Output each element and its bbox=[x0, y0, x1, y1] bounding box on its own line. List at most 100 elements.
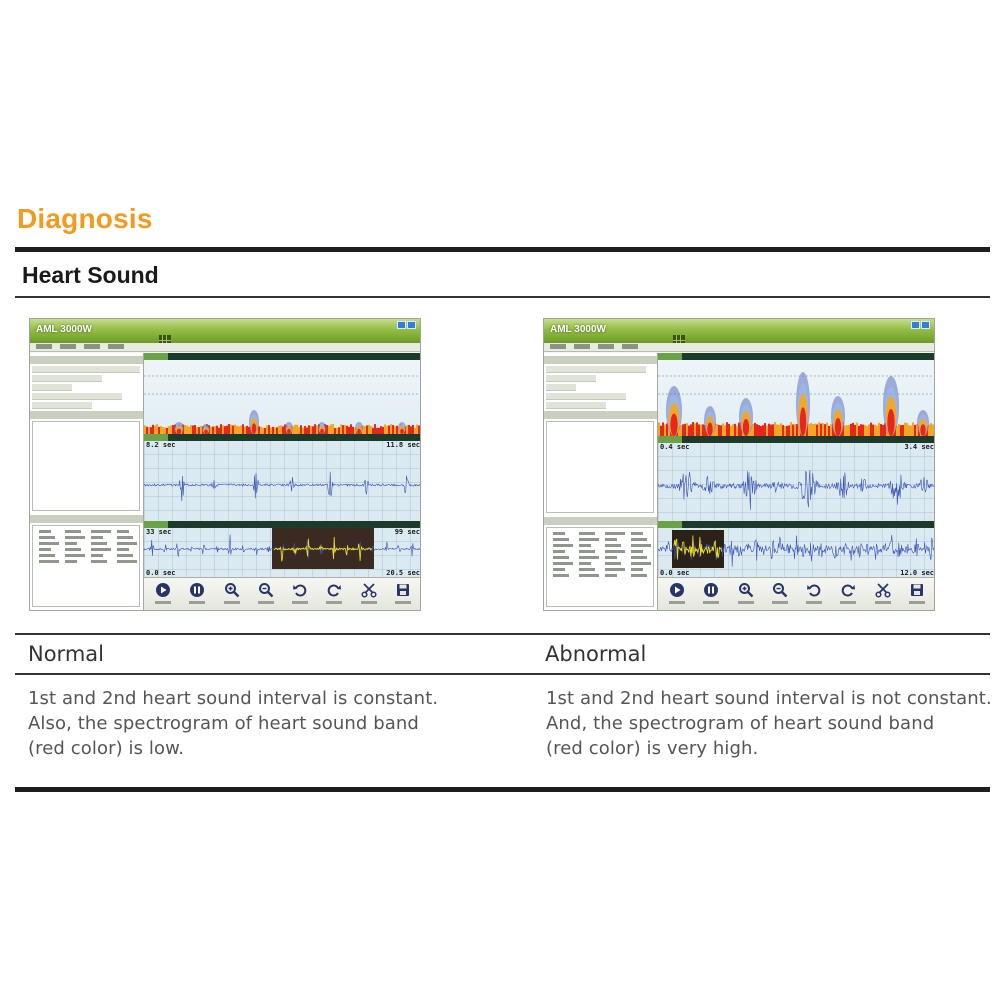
history-cell[interactable] bbox=[553, 556, 569, 559]
history-cell[interactable] bbox=[605, 532, 625, 535]
play-button[interactable] bbox=[149, 580, 177, 610]
redo-button[interactable] bbox=[320, 580, 348, 610]
history-cell[interactable] bbox=[117, 530, 129, 533]
history-cell[interactable] bbox=[91, 536, 103, 539]
menu-item[interactable] bbox=[622, 344, 638, 349]
history-cell[interactable] bbox=[39, 542, 59, 545]
history-cell[interactable] bbox=[39, 560, 59, 563]
history-cell[interactable] bbox=[631, 544, 651, 547]
history-cell[interactable] bbox=[91, 530, 111, 533]
history-cell[interactable] bbox=[117, 554, 133, 557]
overview-waveform[interactable]: 0.0 sec 12.0 sec bbox=[658, 528, 934, 577]
history-cell[interactable] bbox=[605, 568, 625, 571]
pause-button[interactable] bbox=[697, 580, 725, 610]
menu-item[interactable] bbox=[108, 344, 124, 349]
history-cell[interactable] bbox=[117, 542, 137, 545]
info-row[interactable] bbox=[546, 384, 576, 391]
history-cell[interactable] bbox=[631, 556, 647, 559]
history-cell[interactable] bbox=[605, 556, 617, 559]
zoom-in-button[interactable] bbox=[218, 580, 246, 610]
history-cell[interactable] bbox=[553, 562, 573, 565]
close-icon[interactable] bbox=[921, 321, 930, 329]
history-table[interactable] bbox=[546, 527, 654, 607]
cut-button[interactable] bbox=[869, 580, 897, 610]
history-cell[interactable] bbox=[553, 574, 569, 577]
history-cell[interactable] bbox=[579, 538, 599, 541]
history-cell[interactable] bbox=[579, 562, 591, 565]
history-cell[interactable] bbox=[65, 548, 81, 551]
history-cell[interactable] bbox=[579, 574, 599, 577]
memo-textarea[interactable] bbox=[32, 421, 140, 511]
history-cell[interactable] bbox=[65, 560, 77, 563]
history-cell[interactable] bbox=[65, 530, 81, 533]
history-cell[interactable] bbox=[65, 542, 77, 545]
minimize-icon[interactable] bbox=[397, 321, 406, 329]
history-cell[interactable] bbox=[579, 532, 595, 535]
info-row[interactable] bbox=[546, 393, 626, 400]
undo-button[interactable] bbox=[800, 580, 828, 610]
history-cell[interactable] bbox=[605, 550, 625, 553]
menu-item[interactable] bbox=[60, 344, 76, 349]
history-cell[interactable] bbox=[39, 530, 51, 533]
history-cell[interactable] bbox=[91, 560, 107, 563]
history-cell[interactable] bbox=[605, 544, 621, 547]
history-cell[interactable] bbox=[631, 550, 643, 553]
save-button[interactable] bbox=[903, 580, 931, 610]
history-cell[interactable] bbox=[605, 538, 617, 541]
history-cell[interactable] bbox=[91, 542, 107, 545]
history-cell[interactable] bbox=[117, 560, 137, 563]
info-row[interactable] bbox=[32, 375, 102, 382]
info-row[interactable] bbox=[32, 384, 72, 391]
cut-button[interactable] bbox=[355, 580, 383, 610]
info-row[interactable] bbox=[32, 393, 122, 400]
menu-item[interactable] bbox=[598, 344, 614, 349]
spectrogram[interactable] bbox=[144, 360, 420, 434]
history-cell[interactable] bbox=[631, 538, 647, 541]
zoomed-waveform[interactable]: 0.4 sec 3.4 sec bbox=[658, 443, 934, 521]
history-cell[interactable] bbox=[553, 544, 573, 547]
history-cell[interactable] bbox=[605, 574, 617, 577]
menu-item[interactable] bbox=[84, 344, 100, 349]
zoom-in-button[interactable] bbox=[732, 580, 760, 610]
history-cell[interactable] bbox=[39, 536, 55, 539]
history-cell[interactable] bbox=[65, 554, 85, 557]
pause-button[interactable] bbox=[183, 580, 211, 610]
history-cell[interactable] bbox=[631, 562, 651, 565]
info-row[interactable] bbox=[546, 366, 646, 373]
history-cell[interactable] bbox=[579, 568, 595, 571]
history-cell[interactable] bbox=[631, 574, 647, 577]
info-row[interactable] bbox=[32, 402, 92, 409]
menu-item[interactable] bbox=[574, 344, 590, 349]
history-cell[interactable] bbox=[39, 548, 51, 551]
info-row[interactable] bbox=[546, 402, 606, 409]
info-row[interactable] bbox=[32, 366, 140, 373]
close-icon[interactable] bbox=[407, 321, 416, 329]
grid-icon[interactable] bbox=[159, 335, 171, 345]
save-button[interactable] bbox=[389, 580, 417, 610]
zoom-out-button[interactable] bbox=[766, 580, 794, 610]
menu-item[interactable] bbox=[36, 344, 52, 349]
info-row[interactable] bbox=[546, 375, 596, 382]
history-table[interactable] bbox=[32, 525, 140, 607]
minimize-icon[interactable] bbox=[911, 321, 920, 329]
history-cell[interactable] bbox=[631, 532, 643, 535]
history-cell[interactable] bbox=[553, 550, 565, 553]
history-cell[interactable] bbox=[65, 536, 85, 539]
overview-waveform[interactable]: 33 sec 99 sec 0.0 sec 20.5 sec bbox=[144, 528, 420, 577]
zoomed-waveform[interactable]: 8.2 sec 11.8 sec bbox=[144, 441, 420, 521]
history-cell[interactable] bbox=[579, 556, 599, 559]
history-cell[interactable] bbox=[39, 554, 55, 557]
history-cell[interactable] bbox=[91, 554, 103, 557]
menu-item[interactable] bbox=[550, 344, 566, 349]
history-cell[interactable] bbox=[553, 532, 565, 535]
redo-button[interactable] bbox=[834, 580, 862, 610]
memo-textarea[interactable] bbox=[546, 421, 654, 513]
undo-button[interactable] bbox=[286, 580, 314, 610]
history-cell[interactable] bbox=[579, 550, 595, 553]
history-cell[interactable] bbox=[91, 548, 111, 551]
history-cell[interactable] bbox=[553, 538, 569, 541]
spectrogram[interactable] bbox=[658, 360, 934, 436]
history-cell[interactable] bbox=[579, 544, 591, 547]
history-cell[interactable] bbox=[117, 536, 133, 539]
history-cell[interactable] bbox=[631, 568, 643, 571]
